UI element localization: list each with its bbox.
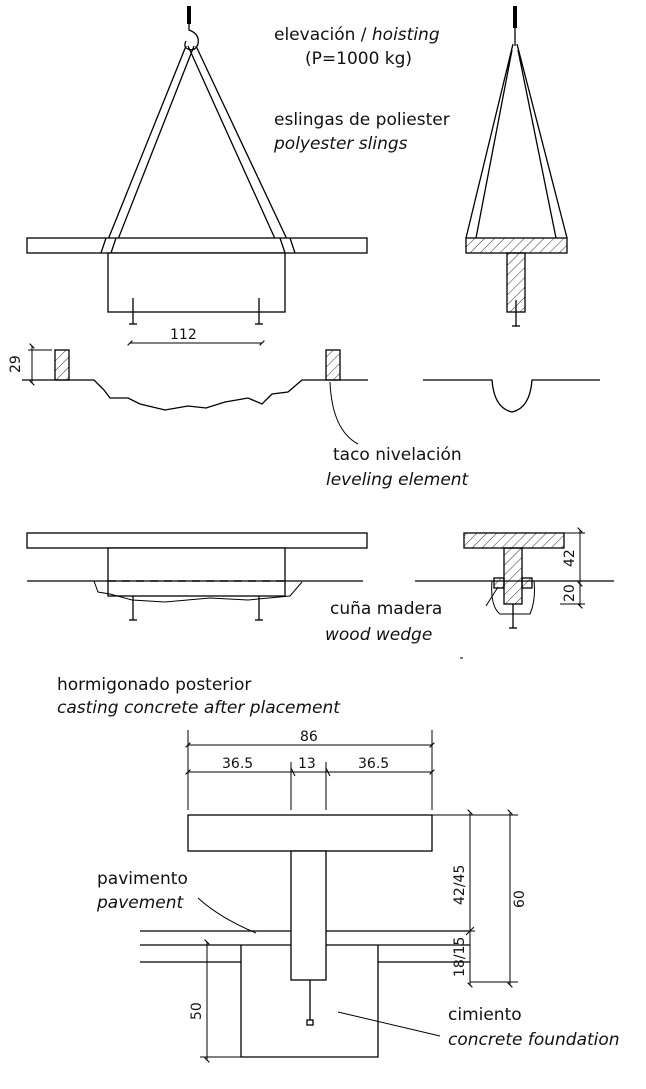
crane-cable-side [513, 6, 517, 28]
foundation-depth-dim: 50 [189, 1002, 205, 1020]
web-section-placed [503, 547, 523, 605]
casting-label-en: casting concrete after placement [57, 698, 341, 718]
flange-section [465, 237, 568, 254]
sling-side [465, 43, 568, 239]
casting-label-es: hormigonado posterior [57, 675, 251, 695]
web-width-dim: 13 [298, 756, 316, 772]
embed-depth-dim: 20 [562, 584, 578, 602]
pavement-label-en: pavement [96, 893, 185, 913]
side-right-dim: 36.5 [358, 756, 389, 772]
wedge-leader-line [485, 586, 499, 607]
crane-hook-icon [184, 24, 199, 51]
sling-right-front [279, 237, 296, 254]
lower-height-dim: 18/15 [452, 937, 468, 977]
hoisting-front-elevation [26, 6, 368, 325]
excavation-front: 112 29 taco nivelación leveling element [8, 327, 600, 490]
ground-line-side [423, 379, 600, 413]
wedge-label-en: wood wedge [325, 625, 432, 645]
leveling-block-left [54, 349, 70, 381]
upper-height-dim: 42/45 [452, 865, 468, 905]
hoisting-labels: elevación / hoisting (P=1000 kg) eslinga… [273, 25, 450, 154]
placed-element-side: 42 20 cuña madera wood wedge [325, 527, 614, 659]
pavement-label-es: pavimento [97, 869, 188, 889]
total-height-dim: 60 [512, 890, 528, 908]
element-web-placed [107, 547, 286, 597]
leveling-height-dim: 29 [8, 355, 24, 373]
foundation-outline [240, 945, 379, 1058]
casting-section: hormigonado posterior casting concrete a… [57, 675, 620, 1063]
foundation-leader-line [337, 1011, 441, 1037]
wood-wedge-right [521, 577, 533, 589]
flange-cast [187, 814, 433, 852]
slings-label-en: polyester slings [273, 134, 408, 154]
anchor-bolts [129, 298, 263, 325]
slab-top [26, 237, 368, 254]
leveling-block-right [325, 349, 341, 381]
sling-left-front [100, 237, 117, 254]
bolt-spacing-dim: 112 [170, 327, 197, 343]
foundation-label-en: concrete foundation [448, 1030, 620, 1050]
sling-left [102, 45, 195, 253]
fill-outline-front [93, 580, 303, 603]
element-web [107, 252, 286, 313]
load-label: (P=1000 kg) [305, 49, 412, 69]
slab-top-placed [26, 532, 368, 549]
hoisting-side-view [465, 6, 568, 327]
flange-height-dim: 42 [562, 549, 578, 567]
crane-cable [187, 6, 191, 24]
leveling-label-es: taco nivelación [333, 445, 462, 465]
slings-label-es: eslingas de poliester [274, 110, 450, 130]
wood-wedge-left [493, 577, 505, 589]
flange-section-placed [463, 532, 565, 549]
sling-right [187, 45, 294, 253]
web-cast [290, 850, 327, 981]
leveling-label-en: leveling element [326, 470, 470, 490]
foundation-label-es: cimiento [448, 1005, 522, 1025]
placed-element-front [26, 532, 368, 621]
wedge-label-es: cuña madera [330, 599, 442, 619]
leveling-leader-line [329, 381, 359, 445]
hoisting-label: elevación / hoisting [274, 25, 440, 45]
side-left-dim: 36.5 [222, 756, 253, 772]
ground-line-front [22, 379, 368, 411]
pavement-leader-line [197, 897, 257, 934]
total-width-dim: 86 [300, 729, 318, 745]
